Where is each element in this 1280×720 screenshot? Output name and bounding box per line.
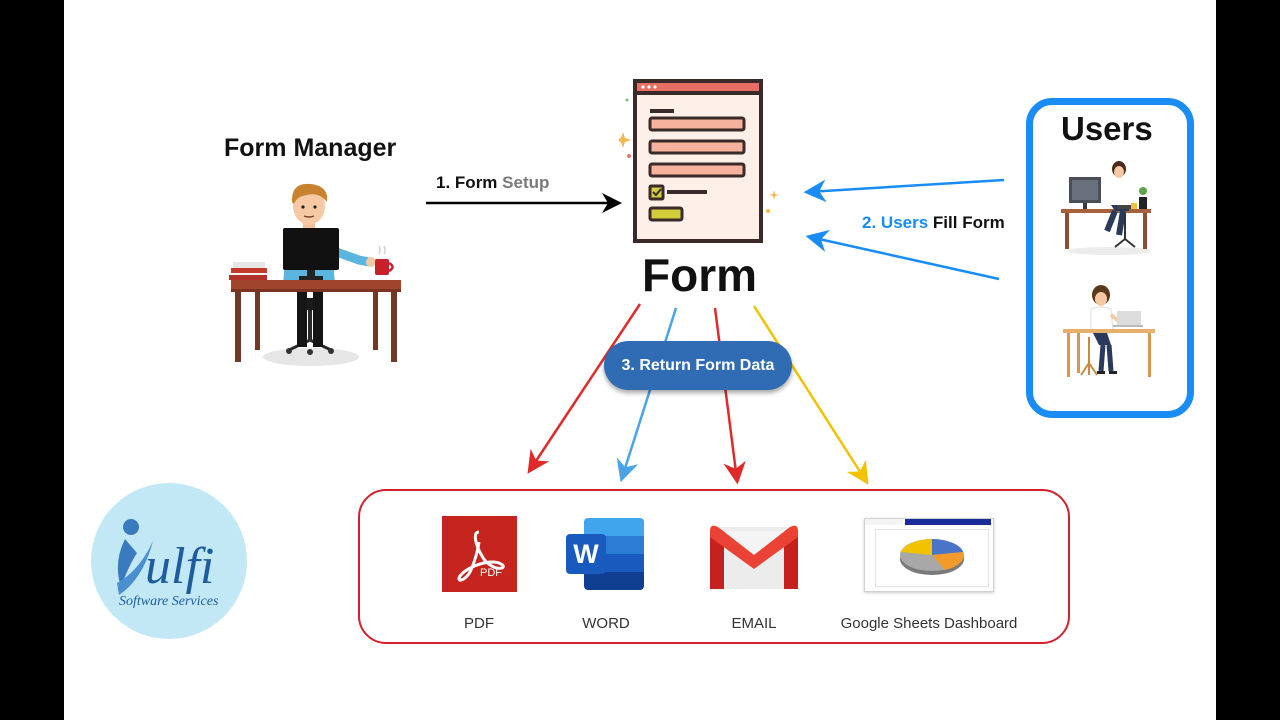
pdf-badge-text: PDF	[480, 567, 502, 579]
return-arrow-word	[616, 307, 678, 483]
return-arrow-email	[713, 307, 746, 485]
return-form-data-pill: 3. Return Form Data	[604, 341, 792, 390]
word-badge-text: W	[566, 534, 606, 574]
step-fill-label: 2. Users Fill Form	[862, 213, 1005, 233]
arrows-layer	[426, 178, 1005, 485]
word-icon: W	[566, 516, 646, 592]
step-fill-word-users: Users	[880, 213, 929, 232]
diagram-canvas: Form Manager	[64, 0, 1216, 720]
kulfi-logo-mark: ulfi Software Services	[117, 519, 219, 609]
gmail-icon	[710, 525, 798, 589]
user-fill-arrow-top	[803, 178, 1005, 203]
sheets-dashboard-icon	[864, 518, 994, 592]
form-manager-label: Form Manager	[224, 134, 397, 162]
user-woman-computer-illustration	[1061, 161, 1151, 255]
form-manager-illustration	[229, 183, 401, 366]
form-document-icon	[619, 79, 779, 243]
svg-text:ulfi: ulfi	[145, 538, 214, 595]
user-fill-arrow-bottom	[805, 229, 1000, 281]
step-setup-word-setup: Setup	[502, 173, 550, 192]
output-label-email: EMAIL	[731, 615, 777, 632]
output-label-word: WORD	[582, 615, 630, 632]
output-label-sheets: Google Sheets Dashboard	[840, 615, 1018, 632]
kulfi-logo: ulfi Software Services	[91, 483, 247, 639]
return-arrow-sheets	[752, 305, 869, 485]
form-label: Form	[642, 249, 757, 301]
svg-text:Software Services: Software Services	[119, 594, 219, 609]
return-arrow-pdf	[527, 303, 642, 474]
step-fill-word-fillform: Fill Form	[932, 213, 1005, 232]
users-label: Users	[1061, 110, 1153, 147]
step-setup-label: 1. Form Setup	[436, 173, 549, 193]
step-fill-number: 2.	[862, 213, 877, 232]
step-setup-number: 1.	[436, 173, 451, 192]
users-box: Users	[1026, 98, 1194, 418]
outputs-box: PDF PDF W WORD EMAIL	[358, 489, 1070, 644]
step-setup-word-form: Form	[454, 173, 498, 192]
output-label-pdf: PDF	[464, 615, 494, 632]
pdf-icon: PDF	[442, 516, 517, 592]
user-woman-laptop-illustration	[1063, 285, 1155, 377]
